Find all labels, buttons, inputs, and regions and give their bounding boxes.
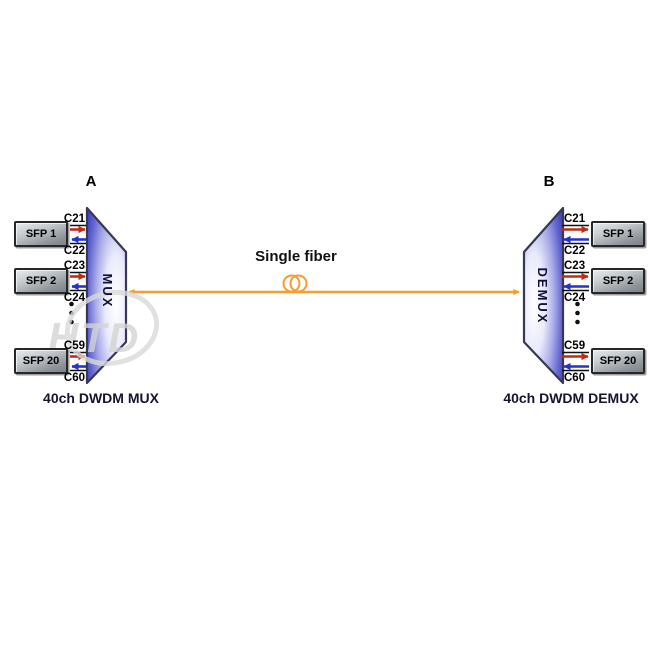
channel-label-rx-left-20: C60 [63, 372, 85, 384]
sfp-label: SFP 20 [599, 355, 637, 367]
channel-label-rx-right-1: C22 [564, 245, 586, 257]
fiber-coil-icon [282, 274, 301, 293]
fiber-coil-icon [289, 274, 308, 293]
sfp-label: SFP 1 [25, 228, 57, 240]
watermark: HTD [48, 290, 160, 366]
sfp-module-right-20: SFP 20 [591, 348, 645, 374]
single-fiber-label: Single fiber [255, 248, 337, 265]
channel-label-rx-left-2: C24 [63, 292, 85, 304]
sfp-module-right-2: SFP 2 [591, 268, 645, 294]
channel-label-tx-right-20: C59 [564, 340, 586, 352]
sfp-label: SFP 1 [602, 228, 634, 240]
sfp-label: SFP 20 [22, 355, 60, 367]
sfp-module-left-1: SFP 1 [14, 221, 68, 247]
node-a-letter: A [85, 173, 97, 190]
ellipsis-dots-right [575, 301, 580, 325]
channel-label-tx-left-1: C21 [63, 213, 85, 225]
mux-caption: 40ch DWDM MUX [43, 390, 159, 406]
watermark-swoosh [64, 290, 160, 366]
demux-caption: 40ch DWDM DEMUX [503, 390, 639, 406]
node-b-letter: B [543, 173, 555, 190]
mux-device-label: MUX [100, 273, 116, 309]
demux-device-label: DEMUX [535, 267, 551, 325]
channel-label-rx-left-1: C22 [63, 245, 85, 257]
sfp-label: SFP 2 [25, 275, 57, 287]
channel-label-rx-right-20: C60 [564, 372, 586, 384]
sfp-module-left-20: SFP 20 [14, 348, 68, 374]
channel-label-tx-left-2: C23 [63, 260, 85, 272]
channel-tick-lines-right [562, 224, 589, 372]
sfp-module-left-2: SFP 2 [14, 268, 68, 294]
channel-label-tx-right-2: C23 [564, 260, 586, 272]
sfp-label: SFP 2 [602, 275, 634, 287]
channel-label-tx-left-20: C59 [63, 340, 85, 352]
demux-trapezoid [522, 206, 565, 385]
channel-label-tx-right-1: C21 [564, 213, 586, 225]
sfp-module-right-1: SFP 1 [591, 221, 645, 247]
channel-label-rx-right-2: C24 [564, 292, 586, 304]
